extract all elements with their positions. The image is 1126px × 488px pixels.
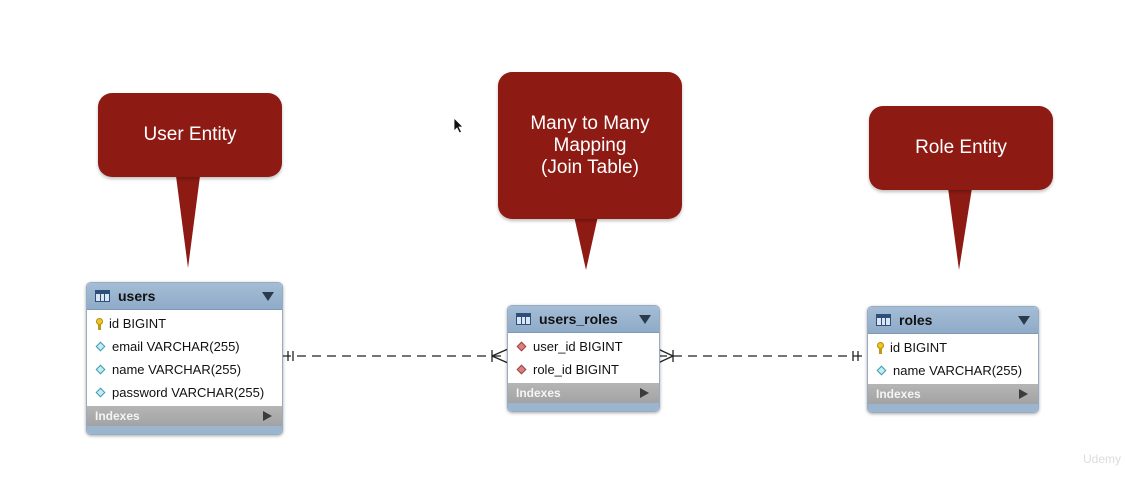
dropdown-arrow-icon[interactable] — [639, 314, 651, 324]
column-diamond-icon — [876, 365, 887, 376]
indexes-label: Indexes — [95, 409, 140, 423]
many-marker-crow — [657, 355, 674, 364]
table-footer — [508, 403, 659, 411]
indexes-label: Indexes — [516, 386, 561, 400]
column-label: id BIGINT — [109, 316, 167, 331]
column-label: id BIGINT — [890, 340, 948, 355]
column-list: id BIGINT email VARCHAR(255) name VARCHA… — [87, 310, 282, 406]
table-header[interactable]: users — [87, 283, 282, 310]
callout-role-entity: Role Entity — [869, 106, 1053, 190]
table-roles[interactable]: roles id BIGINT name VARCHAR(255) Indexe… — [867, 306, 1039, 413]
many-marker-crow — [657, 348, 674, 357]
callout-role-tail — [948, 188, 972, 270]
primary-key-icon — [95, 317, 104, 330]
indexes-section[interactable]: Indexes — [868, 384, 1038, 404]
column-row[interactable]: id BIGINT — [868, 336, 1038, 359]
table-name: users — [118, 288, 156, 304]
table-header[interactable]: users_roles — [508, 306, 659, 333]
mouse-cursor-icon — [453, 117, 464, 134]
column-label: role_id BIGINT — [533, 362, 619, 377]
indexes-label: Indexes — [876, 387, 921, 401]
column-label: email VARCHAR(255) — [112, 339, 240, 354]
expand-arrow-icon[interactable] — [263, 411, 272, 421]
table-icon — [95, 290, 110, 302]
column-row[interactable]: name VARCHAR(255) — [868, 359, 1038, 382]
column-label: user_id BIGINT — [533, 339, 623, 354]
column-label: name VARCHAR(255) — [112, 362, 242, 377]
column-row[interactable]: name VARCHAR(255) — [87, 358, 282, 381]
table-users[interactable]: users id BIGINT email VARCHAR(255) name … — [86, 282, 283, 435]
many-marker-crow — [491, 348, 509, 357]
column-list: id BIGINT name VARCHAR(255) — [868, 334, 1038, 384]
table-name: users_roles — [539, 311, 618, 327]
column-row[interactable]: user_id BIGINT — [508, 335, 659, 358]
indexes-section[interactable]: Indexes — [508, 383, 659, 403]
dropdown-arrow-icon[interactable] — [1018, 315, 1030, 325]
expand-arrow-icon[interactable] — [1019, 389, 1028, 399]
dropdown-arrow-icon[interactable] — [262, 291, 274, 301]
column-label: password VARCHAR(255) — [112, 385, 265, 400]
expand-arrow-icon[interactable] — [640, 388, 649, 398]
column-row[interactable]: password VARCHAR(255) — [87, 381, 282, 404]
callout-mapping-tail — [574, 216, 598, 270]
column-row[interactable]: id BIGINT — [87, 312, 282, 335]
table-icon — [516, 313, 531, 325]
callout-user-tail — [176, 176, 200, 268]
table-users-roles[interactable]: users_roles user_id BIGINT role_id BIGIN… — [507, 305, 660, 412]
indexes-section[interactable]: Indexes — [87, 406, 282, 426]
column-list: user_id BIGINT role_id BIGINT — [508, 333, 659, 383]
foreign-key-diamond-icon — [516, 364, 527, 375]
udemy-watermark: Udemy — [1083, 452, 1122, 466]
table-footer — [87, 426, 282, 434]
column-row[interactable]: email VARCHAR(255) — [87, 335, 282, 358]
table-header[interactable]: roles — [868, 307, 1038, 334]
callout-many-to-many-mapping: Many to Many Mapping (Join Table) — [498, 72, 682, 219]
table-footer — [868, 404, 1038, 412]
many-marker-crow — [491, 355, 509, 364]
table-name: roles — [899, 312, 933, 328]
callout-user-entity: User Entity — [98, 93, 282, 177]
column-row[interactable]: role_id BIGINT — [508, 358, 659, 381]
table-icon — [876, 314, 891, 326]
column-label: name VARCHAR(255) — [893, 363, 1023, 378]
relationship-users-roles-roles[interactable] — [657, 348, 868, 364]
column-diamond-icon — [95, 364, 106, 375]
foreign-key-diamond-icon — [516, 341, 527, 352]
relationship-users-users-roles[interactable] — [282, 348, 509, 364]
column-diamond-icon — [95, 387, 106, 398]
column-diamond-icon — [95, 341, 106, 352]
primary-key-icon — [876, 341, 885, 354]
